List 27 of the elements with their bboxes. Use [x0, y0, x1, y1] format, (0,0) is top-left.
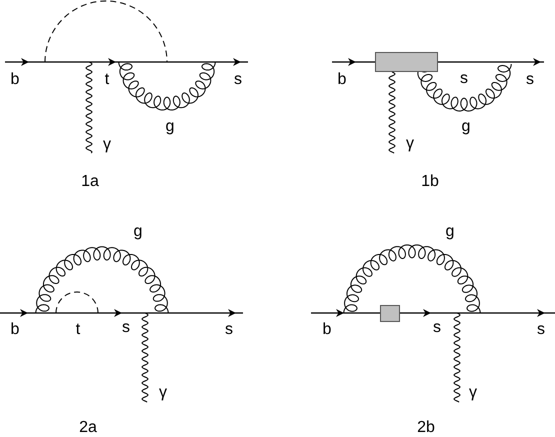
particle-label: s	[526, 72, 534, 88]
particle-label: b	[338, 72, 346, 88]
particle-label: t	[76, 322, 80, 338]
particle-label: γ	[103, 137, 111, 153]
vertex-box	[380, 304, 400, 322]
particle-label: γ	[406, 136, 414, 152]
vertex-box	[375, 52, 438, 72]
particle-label: b	[10, 322, 20, 338]
particle-label: g	[462, 119, 470, 135]
particle-label: g	[134, 224, 142, 240]
particle-label: s	[234, 72, 242, 88]
panel-label: 2b	[417, 420, 435, 436]
panel-label: 1b	[421, 174, 439, 190]
particle-label: γ	[469, 385, 477, 401]
particle-label: g	[166, 119, 174, 135]
particle-label: γ	[159, 385, 167, 401]
particle-label: s	[225, 322, 233, 338]
particle-label: s	[537, 322, 545, 338]
particle-label: g	[446, 224, 454, 240]
particle-label: s	[433, 320, 441, 336]
particle-label: b	[322, 322, 332, 338]
panel-label: 2a	[79, 420, 97, 436]
panel-label: 1a	[81, 174, 99, 190]
particle-label: s	[460, 71, 468, 87]
particle-label: b	[10, 72, 20, 88]
particle-label: t	[104, 72, 110, 88]
particle-label: s	[122, 320, 130, 336]
